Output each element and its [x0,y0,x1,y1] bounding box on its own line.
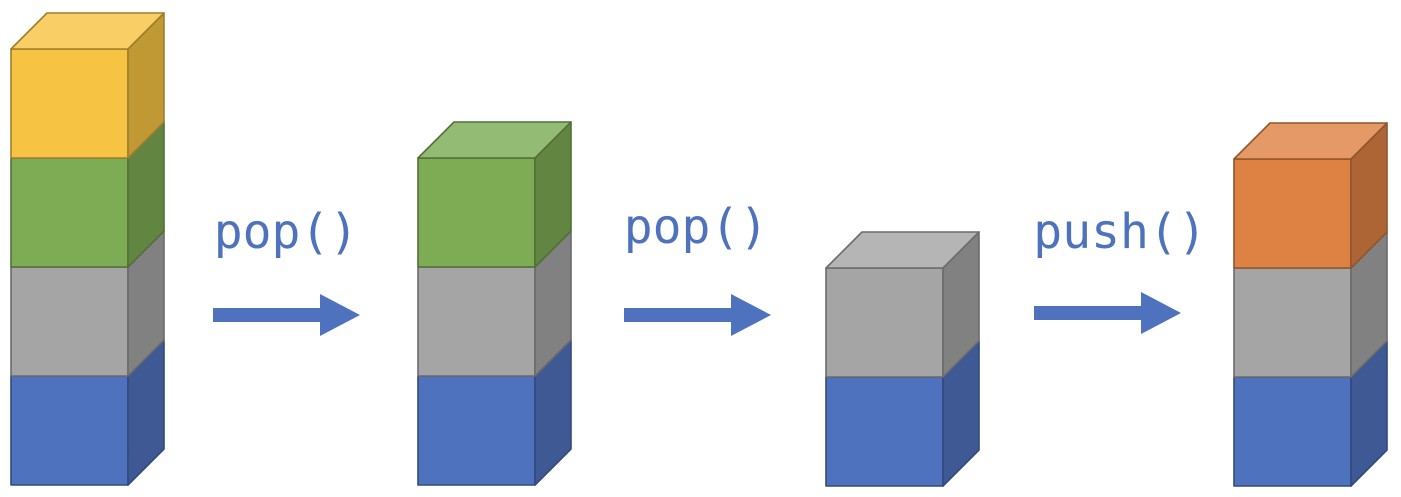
stack-1 [10,12,165,486]
block-top-face [825,231,980,269]
arrow-right-icon [213,294,360,336]
stack-block-blue [417,339,572,486]
block-front-face [825,376,944,487]
block-top-face [10,12,165,50]
stack-block-gray [10,230,165,377]
operations-layer: pop() pop() push() [213,199,1207,336]
op-label-pop-1: pop() [214,204,359,260]
block-top-face [417,121,572,159]
stack-block-orange [1233,122,1388,269]
stack-3 [825,231,980,487]
stack-block-blue [825,340,980,487]
stack-block-yellow [10,12,165,159]
op-label-pop-2: pop() [624,199,769,255]
block-front-face [417,157,536,268]
arrow-right-icon [1034,292,1181,334]
block-top-face [1233,122,1388,160]
block-front-face [417,375,536,486]
block-front-face [417,266,536,377]
operation-push: push() [1033,204,1207,334]
block-front-face [825,267,944,378]
stack-4 [1233,122,1388,487]
stack-block-gray [417,230,572,377]
block-front-face [10,375,129,486]
block-front-face [10,48,129,159]
stack-2 [417,121,572,486]
block-front-face [10,157,129,268]
stack-block-green [417,121,572,268]
stacks-layer [10,12,1388,487]
operation-pop-2: pop() [624,199,771,336]
stack-block-gray [825,231,980,378]
block-front-face [10,266,129,377]
stack-block-blue [10,339,165,486]
block-front-face [1233,158,1352,269]
block-front-face [1233,376,1352,487]
operation-pop-1: pop() [213,204,360,336]
op-label-push: push() [1033,204,1206,260]
arrow-right-icon [624,294,771,336]
block-front-face [1233,267,1352,378]
stack-block-gray [1233,231,1388,378]
stack-block-blue [1233,340,1388,487]
